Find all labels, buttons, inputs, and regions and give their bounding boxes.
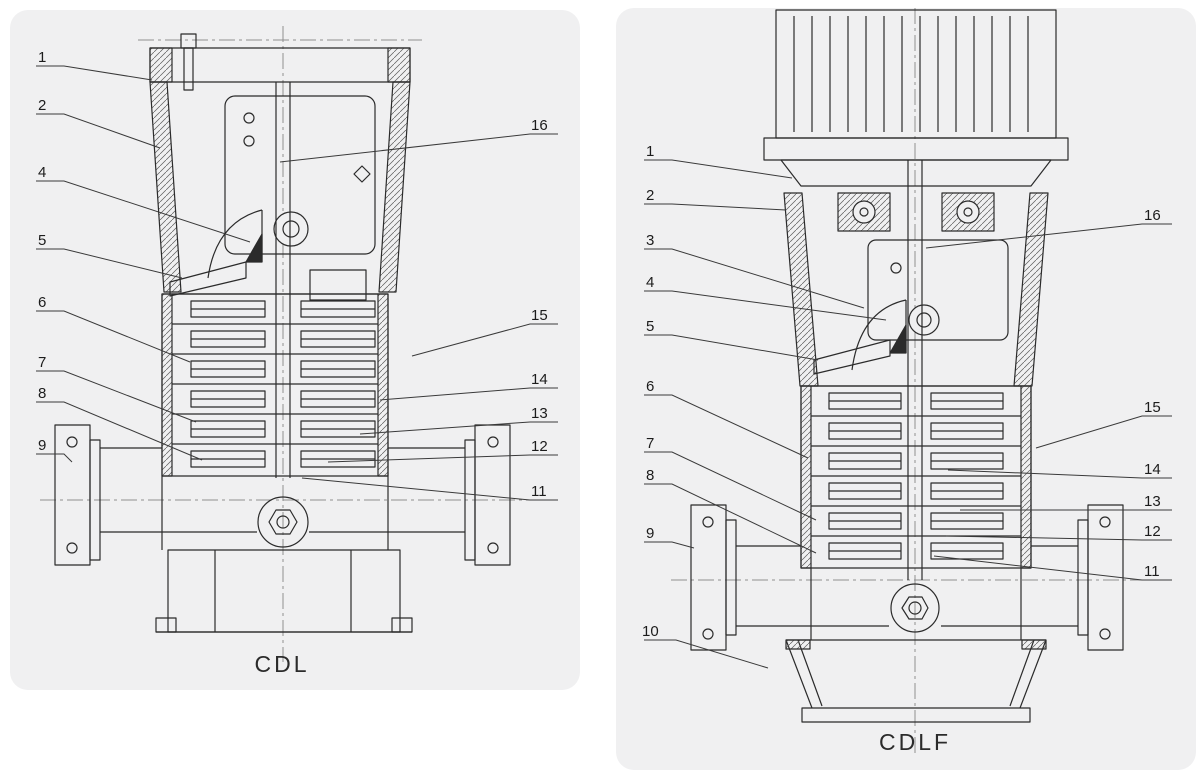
- cdl-callout-16: 16: [531, 117, 548, 134]
- cdlf-callout-6: 6: [646, 378, 654, 395]
- cdl-callout-6: 6: [38, 294, 46, 311]
- cdl-callout-15: 15: [531, 307, 548, 324]
- cdlf-callout-8: 8: [646, 467, 654, 484]
- cdlf-callout-7: 7: [646, 435, 654, 452]
- cdl-callout-14: 14: [531, 371, 548, 388]
- cdl-callout-12: 12: [531, 438, 548, 455]
- cdl-pump-section: [54, 33, 511, 633]
- cdlf-leader-lines: [644, 159, 1172, 669]
- cdl-diagram-panel: 1 2 4 5 6 7 8 9 16 15 14 13 12 11 CDL: [10, 10, 580, 690]
- cdl-callout-4: 4: [38, 164, 46, 181]
- cdl-mechanical-seal: [169, 209, 263, 297]
- cdl-pump-head: [161, 476, 389, 550]
- cdlf-shaft: [907, 160, 923, 580]
- cdlf-callouts: 1 2 3 4 5 6 7 8 9 10 16 15 14 13 12 11: [642, 143, 1161, 640]
- cdlf-callout-2: 2: [646, 187, 654, 204]
- cdlf-pump-head: [810, 568, 1022, 640]
- cdlf-callout-16: 16: [1144, 207, 1161, 224]
- cdlf-callout-10: 10: [642, 623, 659, 640]
- cdl-callouts: 1 2 4 5 6 7 8 9 16 15 14 13 12 11: [38, 49, 548, 500]
- cdlf-drawing-svg: 1 2 3 4 5 6 7 8 9 10 16 15 14 13 12 11 C…: [642, 8, 1172, 756]
- cdlf-callout-14: 14: [1144, 461, 1161, 478]
- cdlf-stage-stack: [800, 385, 1032, 569]
- cdlf-mechanical-seal: [813, 299, 907, 375]
- cdlf-callout-15: 15: [1144, 399, 1161, 416]
- cdl-base: [155, 549, 413, 633]
- cdlf-coupling-housing: [867, 239, 1009, 341]
- cdlf-callout-1: 1: [646, 143, 654, 160]
- cdl-callout-8: 8: [38, 385, 46, 402]
- cdlf-callout-13: 13: [1144, 493, 1161, 510]
- cdlf-diagram-panel: 1 2 3 4 5 6 7 8 9 10 16 15 14 13 12 11 C…: [616, 8, 1196, 770]
- cdlf-motor: [763, 9, 1069, 187]
- cdl-stool-skirts: [149, 81, 411, 293]
- cdl-model-label: CDL: [254, 651, 309, 677]
- cdlf-centerlines: [671, 8, 1148, 756]
- cdlf-callout-9: 9: [646, 525, 654, 542]
- cdlf-callout-12: 12: [1144, 523, 1161, 540]
- cdl-callout-2: 2: [38, 97, 46, 114]
- cdl-callout-9: 9: [38, 437, 46, 454]
- cdl-callout-5: 5: [38, 232, 46, 249]
- cdl-callout-7: 7: [38, 354, 46, 371]
- cdl-shaft: [275, 82, 291, 478]
- cdlf-base-cone: [785, 639, 1047, 723]
- cdl-callout-1: 1: [38, 49, 46, 66]
- cdlf-callout-4: 4: [646, 274, 654, 291]
- cdl-top-plate: [149, 33, 411, 91]
- cdl-callout-13: 13: [531, 405, 548, 422]
- cdlf-flanges: [690, 504, 1124, 651]
- cdlf-callout-11: 11: [1144, 563, 1160, 580]
- cdlf-callout-3: 3: [646, 232, 654, 249]
- cdlf-callout-5: 5: [646, 318, 654, 335]
- cdlf-pump-section: [690, 9, 1124, 723]
- cdl-stage-stack: [161, 293, 389, 477]
- cdl-leader-lines: [36, 65, 558, 501]
- cdl-coupling-housing: [224, 95, 376, 301]
- cdlf-bearings: [837, 192, 995, 232]
- cdl-drawing-svg: 1 2 4 5 6 7 8 9 16 15 14 13 12 11 CDL: [36, 26, 558, 677]
- cdl-callout-11: 11: [531, 483, 547, 500]
- cdlf-model-label: CDLF: [879, 729, 951, 755]
- cdl-centerlines: [40, 26, 550, 662]
- cdl-flanges: [54, 424, 511, 566]
